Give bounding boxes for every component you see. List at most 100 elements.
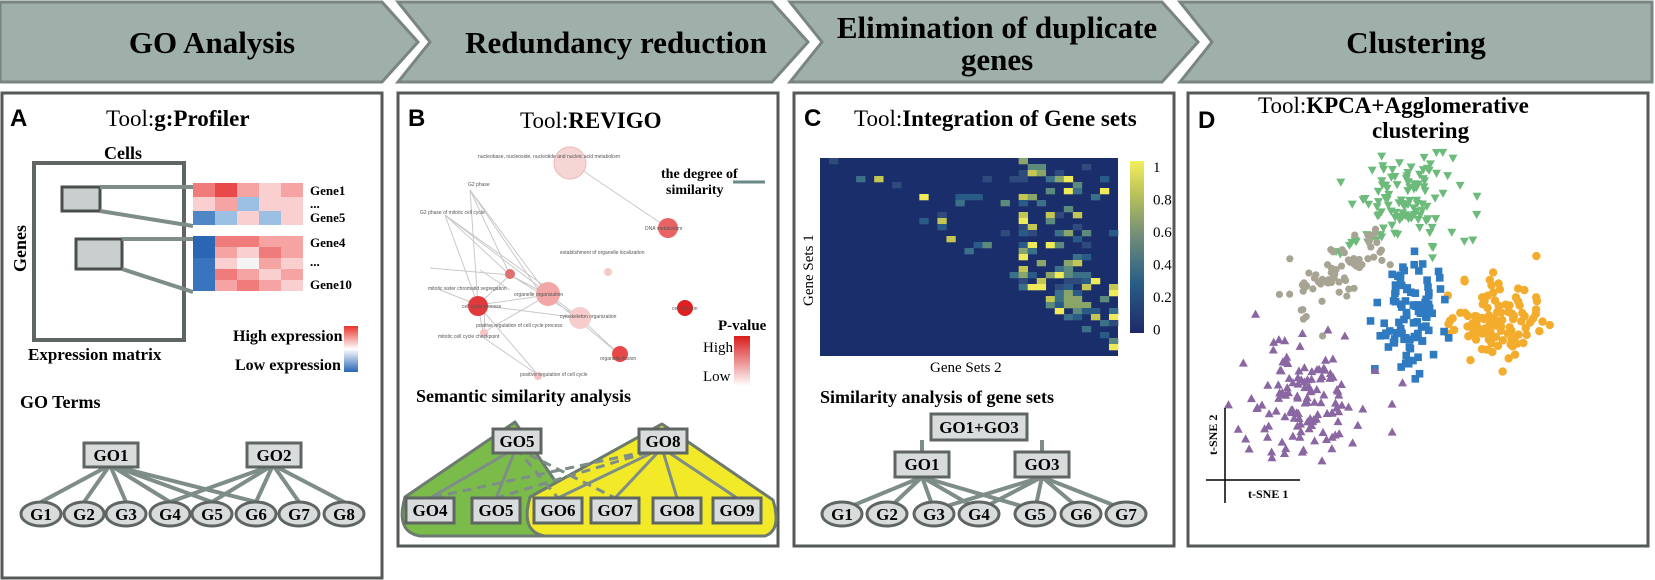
- scatter-point: [1372, 203, 1382, 212]
- gene-node-g7: [1104, 500, 1148, 528]
- heatmap-cell: [1072, 224, 1083, 231]
- scatter-point: [1387, 427, 1397, 436]
- heatmap-cell: [1081, 302, 1092, 309]
- expression-cell: [259, 247, 281, 258]
- panel-d: D Tool:KPCA+Agglomerative clustering t-S…: [1186, 91, 1650, 548]
- scatter-point: [1366, 317, 1375, 325]
- heatmap-cell: [1018, 212, 1028, 219]
- leaf-node-go6: [532, 496, 584, 525]
- panel-a: A Tool:g:Profiler Cells Genes Gene1 ... …: [0, 91, 384, 580]
- leaf-node-label: GO9: [720, 501, 755, 520]
- scatter-point: [1498, 336, 1508, 345]
- scatter-point: [1401, 359, 1410, 368]
- go-node-go1-label: GO1: [94, 446, 129, 465]
- scatter-point: [1380, 193, 1390, 203]
- scatter-point: [1391, 281, 1400, 289]
- scatter-point: [1431, 149, 1441, 158]
- scatter-point: [1415, 170, 1425, 179]
- network-term: positive regulation of cell cycle proces…: [476, 323, 563, 329]
- scatter-point: [1411, 289, 1420, 297]
- panel-d-tool: Tool:KPCA+Agglomerative: [1258, 93, 1529, 118]
- expression-cell: [193, 197, 215, 211]
- heatmap-cell: [1054, 170, 1065, 177]
- panel-d-tool-prefix: Tool:: [1258, 93, 1306, 118]
- gene-node-label: G6: [245, 505, 267, 524]
- scatter-point: [1420, 187, 1430, 196]
- leaf-node-go7: [589, 496, 641, 525]
- scatter-point: [1364, 255, 1372, 263]
- scatter-point: [1386, 261, 1394, 269]
- scatter-point: [1337, 262, 1346, 270]
- scatter-point: [1376, 331, 1385, 340]
- network-term: organelle organization: [514, 292, 563, 298]
- heatmap-cell: [1036, 170, 1047, 177]
- heatmap-cell: [946, 236, 956, 243]
- heatmap-cell: [1018, 176, 1028, 183]
- scatter-point: [1424, 291, 1433, 300]
- expression-cell: [215, 197, 237, 211]
- scatter-point: [1327, 408, 1337, 417]
- panel-d-letter: D: [1198, 107, 1215, 134]
- panel-c-letter: C: [804, 105, 821, 132]
- scatter-point: [1438, 148, 1448, 158]
- panel-c: C Tool:Integration of Gene sets 10.80.60…: [792, 91, 1176, 548]
- gene-node-g3: [912, 500, 956, 528]
- scatter-point: [1316, 398, 1326, 407]
- go-node-go3: [1013, 450, 1071, 479]
- heatmap-cell: [1000, 200, 1010, 207]
- scatter-point: [1391, 287, 1400, 296]
- heatmap-cell: [1108, 230, 1119, 237]
- scatter-point: [1312, 384, 1322, 394]
- heatmap-cell: [1018, 194, 1028, 201]
- scatter-point: [1373, 212, 1383, 221]
- panel-a-border: [0, 91, 384, 580]
- scatter-point: [1376, 208, 1386, 217]
- heatmap-cell: [1027, 230, 1038, 237]
- scatter-point: [1425, 160, 1435, 169]
- scatter-point: [1336, 379, 1346, 389]
- heatmap-cell: [1108, 290, 1119, 297]
- heatmap-cell: [1036, 278, 1047, 285]
- scatter-point: [1517, 317, 1526, 326]
- scatter-point: [1381, 331, 1390, 340]
- scatter-point: [1397, 363, 1405, 371]
- scatter-point: [1317, 371, 1327, 380]
- scatter-point: [1504, 354, 1513, 363]
- expression-heatmap-1: [193, 183, 303, 225]
- scatter-point: [1367, 243, 1375, 251]
- scatter-point: [1343, 292, 1351, 300]
- heatmap-cell: [1063, 206, 1074, 213]
- scatter-point: [1260, 424, 1270, 433]
- scatter-point: [1314, 364, 1324, 373]
- header-elimination-line2: genes: [961, 42, 1033, 77]
- network-term: mitotic cell cycle checkpoint: [438, 334, 500, 340]
- scatter-point: [1449, 325, 1459, 335]
- expression-cell: [259, 211, 281, 225]
- heatmap-cell: [1081, 272, 1092, 279]
- scatter-point: [1299, 306, 1307, 314]
- gene-node-label: G5: [201, 505, 223, 524]
- scatter-point: [1274, 393, 1284, 402]
- scatter-point: [1381, 181, 1391, 190]
- scatter-point: [1295, 432, 1305, 441]
- scatter-point: [1350, 254, 1358, 263]
- header-elimination-line1: Elimination of duplicate: [837, 10, 1157, 45]
- scatter-point: [1419, 302, 1428, 311]
- heatmap-xlabel: Gene Sets 2: [930, 360, 1002, 376]
- heatmap-cell: [1036, 200, 1047, 207]
- genes-label: Genes: [10, 225, 30, 272]
- panel-b-tool-prefix: Tool:: [520, 108, 568, 133]
- colorbar-tick-label: 0: [1153, 323, 1161, 339]
- heatmap-cell: [1018, 242, 1028, 249]
- scatter-point: [1344, 402, 1354, 411]
- colorbar-tick-label: 0.8: [1153, 193, 1172, 209]
- heatmap-cell: [937, 224, 947, 231]
- scatter-point: [1490, 296, 1500, 305]
- scatter-point: [1387, 399, 1397, 408]
- scatter-point: [1396, 279, 1405, 287]
- scatter-point: [1388, 270, 1396, 279]
- heatmap-cell: [1018, 218, 1028, 225]
